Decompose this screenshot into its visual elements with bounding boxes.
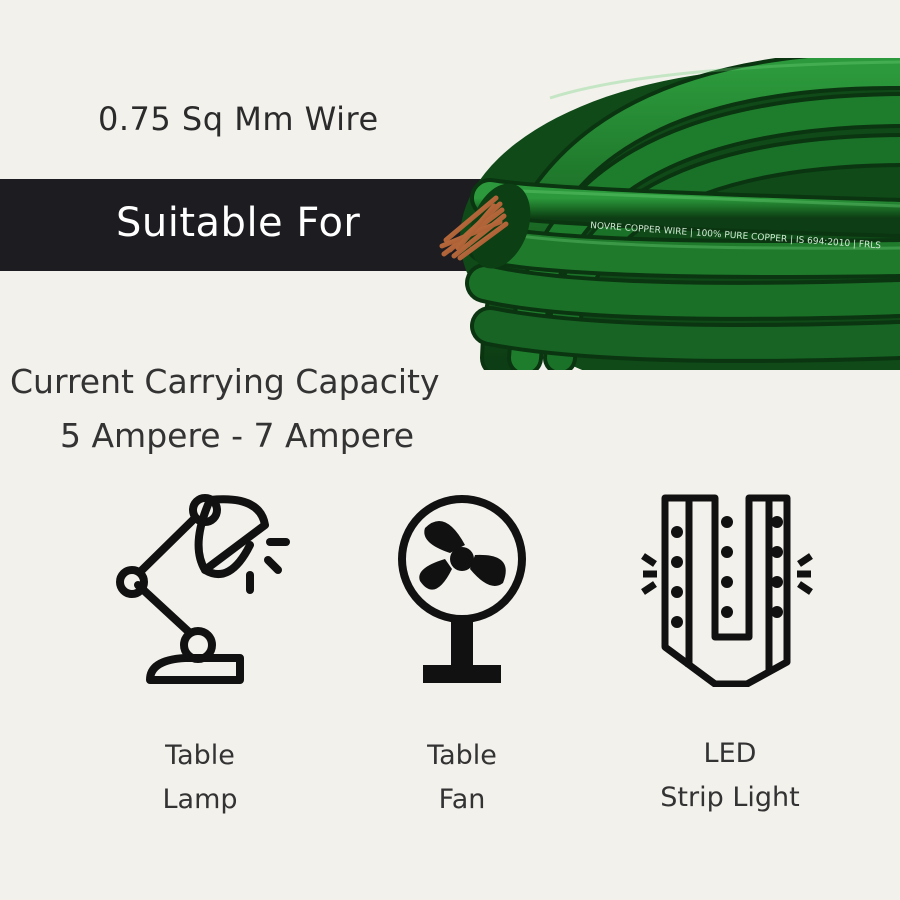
- capacity-heading: Current Carrying Capacity: [10, 362, 440, 401]
- use-label-table-fan: Table Fan: [392, 734, 532, 822]
- use-label-line1: Table: [427, 740, 497, 771]
- suitable-for-banner: [0, 179, 520, 271]
- wire-coil-image: NOVRE COPPER WIRE | 100% PURE COPPER | I…: [430, 58, 900, 370]
- use-label-line2: Fan: [438, 784, 486, 815]
- wire-spec-title: 0.75 Sq Mm Wire: [98, 100, 379, 138]
- use-label-line2: Strip Light: [660, 782, 800, 813]
- suitable-for-label: Suitable For: [116, 200, 361, 246]
- led-strip-icon: [637, 492, 817, 691]
- table-lamp-icon: [110, 490, 290, 694]
- use-label-line1: LED: [703, 738, 757, 769]
- use-label-line2: Lamp: [162, 784, 238, 815]
- table-fan-icon: [395, 493, 530, 692]
- use-label-table-lamp: Table Lamp: [130, 734, 270, 822]
- capacity-range: 5 Ampere - 7 Ampere: [60, 416, 415, 455]
- use-label-line1: Table: [165, 740, 235, 771]
- use-label-led-strip: LED Strip Light: [630, 732, 830, 820]
